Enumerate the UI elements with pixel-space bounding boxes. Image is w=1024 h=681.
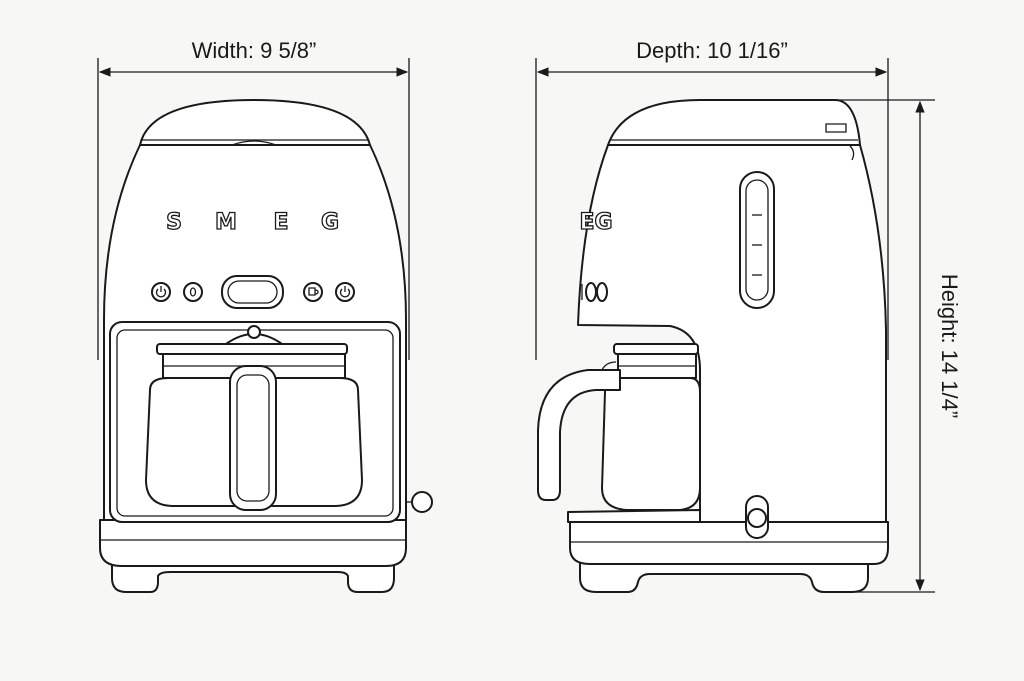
logo-letter-e: E <box>273 210 288 235</box>
power-icon-right <box>339 286 351 298</box>
water-level-window <box>739 171 775 309</box>
height-dimension: Height: 14 1/4” <box>780 99 962 593</box>
side-button-2[interactable] <box>596 282 608 302</box>
logo-letter-s: S <box>166 210 182 235</box>
side-logo: EG <box>579 210 612 235</box>
front-view: Width: 9 5/8” S M E G <box>97 38 433 593</box>
front-base <box>99 519 407 567</box>
front-lid <box>139 99 371 146</box>
power-icon <box>155 286 167 298</box>
logo-letter-m: M <box>215 210 237 235</box>
cup-icon <box>308 287 319 296</box>
warming-plate <box>567 509 701 523</box>
side-base <box>569 521 889 565</box>
side-carafe-handle <box>537 369 621 501</box>
depth-label: Depth: 10 1/16” <box>636 38 788 63</box>
bean-icon <box>189 287 197 297</box>
side-view: Depth: 10 1/16” Height: 14 1/4” EG <box>535 38 962 593</box>
aroma-button[interactable] <box>183 282 203 302</box>
side-feet <box>579 559 869 593</box>
timer-button[interactable] <box>303 282 323 302</box>
side-button-1[interactable] <box>585 282 597 302</box>
display-window <box>221 275 284 309</box>
front-carafe <box>145 343 363 511</box>
front-logo: S M E G <box>165 209 339 235</box>
carafe-handle <box>229 365 277 511</box>
side-carafe <box>537 343 701 511</box>
width-dimension: Width: 9 5/8” <box>97 38 410 360</box>
depth-dimension: Depth: 10 1/16” <box>535 38 889 360</box>
width-label: Width: 9 5/8” <box>192 38 317 63</box>
logo-letter-g: G <box>321 210 339 235</box>
side-lid <box>607 99 861 146</box>
side-knob[interactable] <box>745 495 769 539</box>
front-control-panel <box>151 275 355 309</box>
side-control-buttons <box>581 282 608 302</box>
height-label: Height: 14 1/4” <box>937 274 962 418</box>
front-side-knob[interactable] <box>411 491 433 513</box>
front-feet <box>111 559 395 593</box>
